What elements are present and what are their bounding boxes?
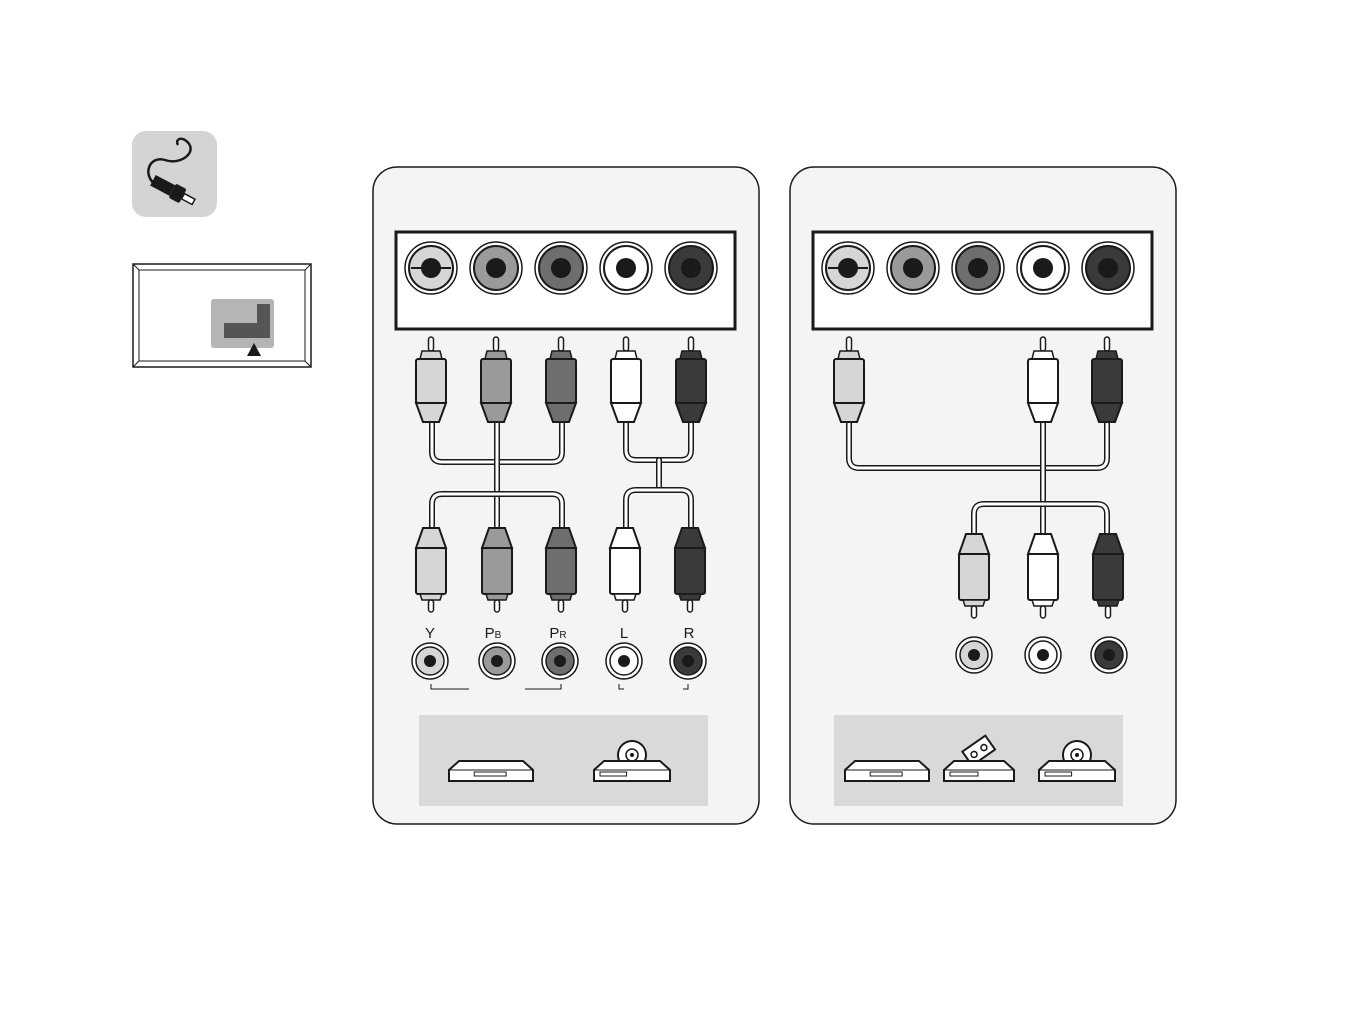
device-jack-y <box>412 643 448 679</box>
rca-cable-icon <box>132 131 217 217</box>
label-l: L <box>620 625 628 642</box>
composite-connection-panel <box>790 167 1176 824</box>
device-jack-audio_l <box>606 643 642 679</box>
device-output-jacks <box>956 637 1127 673</box>
device-jack-audio-l <box>1025 637 1061 673</box>
device-jack-audio-r <box>1091 637 1127 673</box>
tv-jack-audio_l <box>1017 242 1069 294</box>
tv-jack-pb <box>470 242 522 294</box>
tv-jack-audio_l <box>600 242 652 294</box>
set-top-box-icon <box>845 761 929 781</box>
tv-jack-y <box>405 242 457 294</box>
device-jack-pb <box>479 643 515 679</box>
tv-jack-audio_r <box>1082 242 1134 294</box>
tv-jack-y <box>822 242 874 294</box>
tv-jack-audio_r <box>665 242 717 294</box>
device-jack-audio_r <box>670 643 706 679</box>
device-jack-pr <box>542 643 578 679</box>
component-connection-panel: Y PB PR L R <box>373 167 759 824</box>
label-r: R <box>684 625 695 642</box>
tv-jack-pr <box>952 242 1004 294</box>
set-top-box-icon <box>449 761 533 781</box>
tv-rear-panel-icon <box>133 264 311 367</box>
label-y: Y <box>425 625 435 642</box>
tv-jack-pr <box>535 242 587 294</box>
device-jack-video <box>956 637 992 673</box>
tv-jack-pb <box>887 242 939 294</box>
